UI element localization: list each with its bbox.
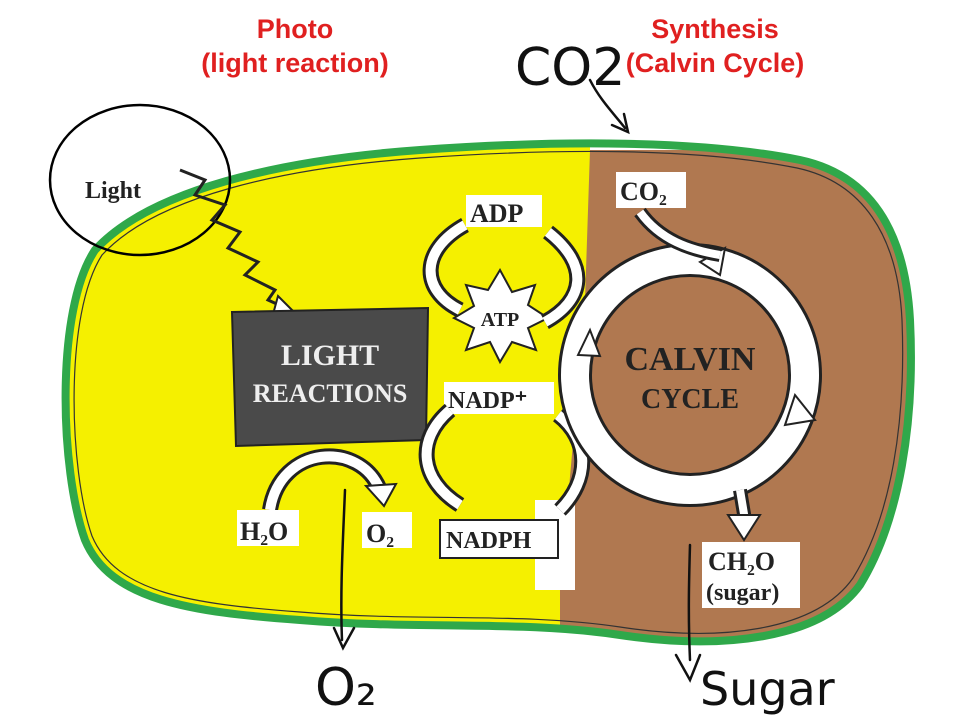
nadp-plus-label: NADP⁺ [448, 388, 527, 414]
photo-heading-subtitle: (light reaction) [201, 48, 389, 78]
chloroplast-membrane [61, 139, 915, 646]
hand-circle [48, 103, 232, 257]
nadph-label: NADPH [446, 528, 532, 554]
light-reactions-label-line1: LIGHT [281, 339, 379, 372]
handwritten-co2-top: CO2 [515, 38, 625, 98]
calvin-cycle: CALVIN CYCLE CO₂ CH₂O (sugar) [558, 172, 822, 608]
synthesis-heading: Synthesis (Calvin Cycle) [590, 12, 840, 80]
o2-hand-line [340, 488, 347, 642]
handwritten-sugar-bottom: Sugar [700, 662, 835, 716]
photo-heading-title: Photo [256, 14, 334, 44]
water-split-arrow: H₂O O₂ [237, 448, 412, 548]
handwritten-o2-bottom: O₂ [315, 658, 377, 718]
light-reactions-label-line2: REACTIONS [253, 379, 408, 408]
ch2o-label: CH₂O [708, 547, 775, 576]
calvin-cycle-label-line2: CYCLE [641, 384, 739, 415]
adp-label: ADP [470, 199, 524, 228]
sugar-paren-label: (sugar) [706, 580, 779, 606]
co2-hand-arrow [588, 78, 627, 130]
light-reactions-block: LIGHT REACTIONS [230, 306, 430, 448]
photo-heading: Photo (light reaction) [160, 12, 430, 80]
synthesis-heading-title: Synthesis [651, 14, 779, 44]
h2o-label: H₂O [240, 517, 288, 546]
energy-carriers: ADP ATP NADP⁺ NADPH [418, 195, 591, 559]
light-zigzag-arrow [179, 168, 291, 312]
co2-label: CO₂ [620, 177, 667, 206]
synthesis-heading-subtitle: (Calvin Cycle) [625, 48, 805, 78]
calvin-cycle-label-line1: CALVIN [624, 341, 755, 378]
handwritten-annotations: CO2 O₂ Sugar [315, 38, 835, 718]
sugar-hand-line [687, 543, 692, 662]
light-label: Light [85, 178, 141, 204]
atp-burst [451, 267, 551, 365]
o2-label: O₂ [366, 519, 394, 548]
atp-label: ATP [481, 309, 520, 331]
